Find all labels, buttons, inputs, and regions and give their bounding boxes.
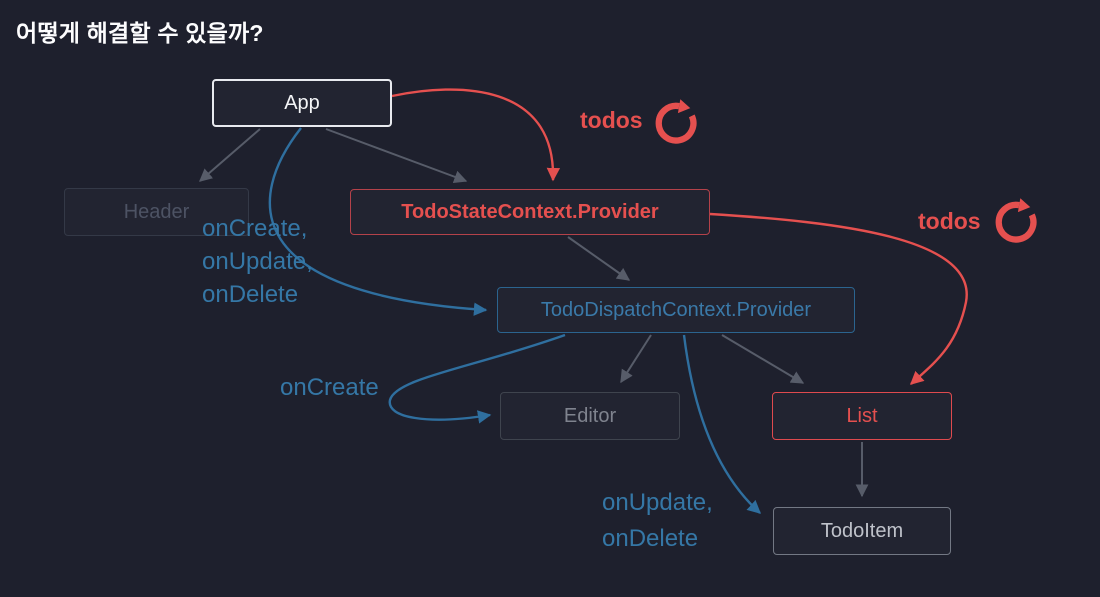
node-app-label: App [284, 91, 320, 114]
label-todos-list: todos [918, 208, 981, 234]
edge-props-dispatchprovider-to-todoitem [682, 334, 762, 514]
edge-props-app-to-dispatchprovider [268, 127, 488, 316]
label-ondelete: onDelete [602, 525, 699, 552]
refresh-icon [655, 99, 697, 144]
label-oncreate: onCreate, [202, 215, 308, 242]
node-editor: Editor [500, 392, 680, 440]
node-tododispatchcontext-provider: TodoDispatchContext.Provider [497, 287, 855, 333]
edge-todos-app-to-stateprovider [391, 88, 561, 182]
edge-app-to-header [199, 128, 261, 182]
node-list-label: List [846, 404, 878, 427]
node-app: App [212, 79, 392, 127]
label-ondelete: onDelete [202, 281, 299, 308]
edge-dispatchprovider-to-editor [620, 334, 652, 384]
label-editor-oncreate: onCreate [280, 374, 379, 401]
label-onupdate: onUpdate, [202, 248, 313, 275]
node-todostatecontext-provider-label: TodoStateContext.Provider [401, 200, 659, 223]
edge-stateprovider-to-dispatchprovider [567, 236, 631, 281]
label-onupdate: onUpdate, [602, 489, 713, 516]
node-tododispatchcontext-provider-label: TodoDispatchContext.Provider [540, 298, 812, 321]
node-todostatecontext-provider: TodoStateContext.Provider [350, 189, 710, 235]
edge-todos-stateprovider-to-list [709, 212, 968, 385]
page-title: 어떻게 해결할 수 있을까? [16, 20, 264, 46]
refresh-icon [995, 198, 1037, 243]
node-todoitem: TodoItem [773, 507, 951, 555]
label-todoitem-props: onUpdate, onDelete [602, 485, 713, 557]
node-header: Header [64, 188, 249, 236]
edge-dispatchprovider-to-list [721, 334, 805, 384]
label-todos-state: todos [580, 107, 643, 133]
edge-app-to-stateprovider [325, 128, 468, 184]
node-list: List [772, 392, 952, 440]
node-header-label: Header [123, 200, 190, 223]
label-dispatch-props: onCreate, onUpdate, onDelete [202, 212, 313, 311]
node-editor-label: Editor [563, 404, 617, 427]
edge-oncreate-dispatchprovider-to-editor [388, 333, 566, 424]
node-todoitem-label: TodoItem [820, 519, 904, 542]
